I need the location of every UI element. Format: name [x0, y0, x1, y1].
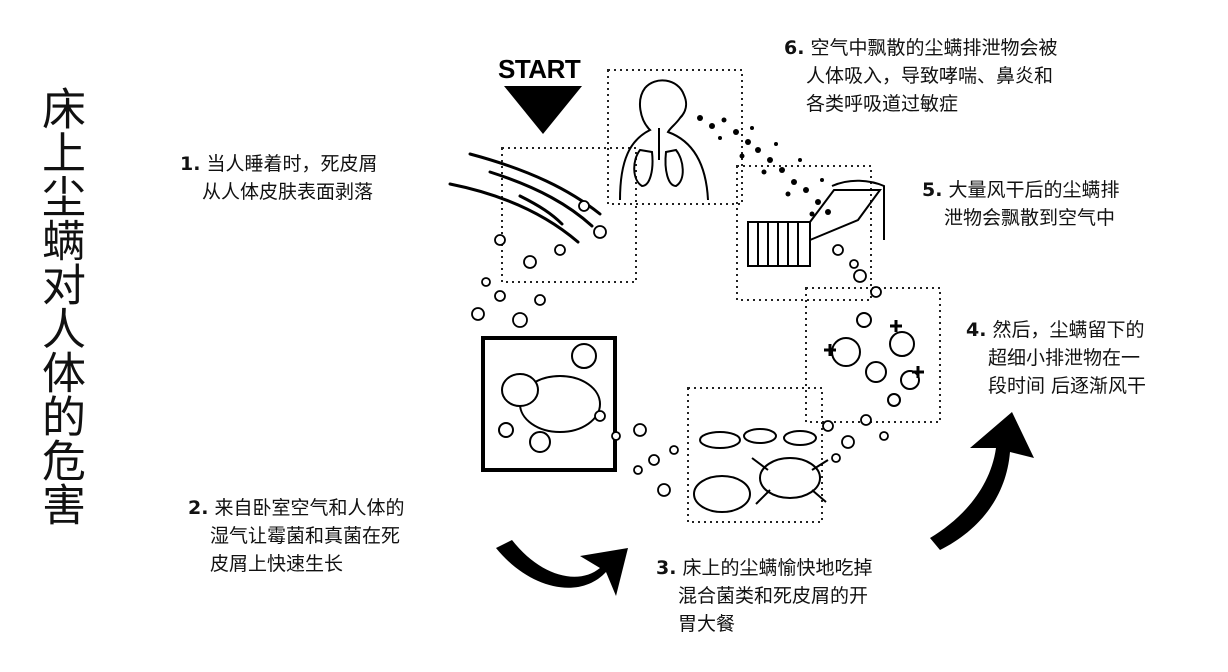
- person-icon: [619, 79, 709, 201]
- step-5-text: 5.大量风干后的尘螨排 泄物会飘散到空气中: [922, 176, 1119, 232]
- particle-trail: [471, 200, 889, 497]
- step-4-number: 4.: [966, 319, 987, 341]
- frame-step-3: [687, 387, 823, 523]
- step-4-line-3: 段时间 后逐渐风干: [988, 375, 1147, 397]
- skin-hairs-icon: [448, 152, 602, 244]
- start-label: START: [498, 54, 581, 84]
- step-6-line-3: 各类呼吸道过敏症: [806, 93, 959, 115]
- step-6-line-1: 空气中飘散的尘螨排泄物会被: [810, 37, 1058, 59]
- frame-step-2: [481, 336, 617, 472]
- frame-step-4: [805, 287, 941, 423]
- step-3-line-1: 床上的尘螨愉快地吃掉: [682, 557, 873, 579]
- step-1-text: 1.当人睡着时，死皮屑 从人体皮肤表面剥落: [180, 150, 377, 206]
- step-3-number: 3.: [656, 557, 677, 579]
- plus-icon: [824, 320, 924, 378]
- step-6-text: 6.空气中飘散的尘螨排泄物会被 人体吸入，导致哮喘、鼻炎和 各类呼吸道过敏症: [784, 34, 1057, 118]
- step-2-number: 2.: [188, 497, 209, 519]
- step-2-line-1: 来自卧室空气和人体的: [214, 497, 405, 519]
- frame-step-5: [736, 165, 872, 301]
- frame-step-6: [607, 69, 743, 205]
- step-6-number: 6.: [784, 37, 805, 59]
- start-arrow-icon: [504, 86, 582, 134]
- curved-arrow-right-icon: [930, 412, 1034, 550]
- step-1-number: 1.: [180, 153, 201, 175]
- step-5-line-1: 大量风干后的尘螨排: [948, 179, 1120, 201]
- step-2-text: 2.来自卧室空气和人体的 湿气让霉菌和真菌在死 皮屑上快速生长: [188, 494, 404, 578]
- curved-arrow-bottom-icon: [496, 540, 628, 596]
- step-4-line-2: 超细小排泄物在一: [988, 347, 1141, 369]
- step-1-line-1: 当人睡着时，死皮屑: [206, 153, 378, 175]
- step-1-line-2: 从人体皮肤表面剥落: [202, 181, 374, 203]
- page-title: 床上尘螨对人体的危害: [34, 86, 85, 526]
- frame-step-1: [501, 147, 637, 283]
- step-3-text: 3.床上的尘螨愉快地吃掉 混合菌类和死皮屑的开 胃大餐: [656, 554, 872, 638]
- step-2-line-3: 皮屑上快速生长: [210, 553, 344, 575]
- step-3-line-2: 混合菌类和死皮屑的开: [678, 585, 869, 607]
- step-5-number: 5.: [922, 179, 943, 201]
- dust-mite-icon: [693, 428, 829, 513]
- excrement-particles: [831, 312, 920, 407]
- step-4-text: 4.然后，尘螨留下的 超细小排泄物在一 段时间 后逐渐风干: [966, 316, 1146, 400]
- step-5-line-2: 泄物会飘散到空气中: [944, 207, 1116, 229]
- airborne-particles: [697, 115, 831, 217]
- bed-icon: [747, 179, 885, 267]
- step-6-line-2: 人体吸入，导致哮喘、鼻炎和: [806, 65, 1054, 87]
- fungi-icon: [498, 343, 601, 453]
- step-3-line-3: 胃大餐: [678, 613, 736, 635]
- step-2-line-2: 湿气让霉菌和真菌在死: [210, 525, 401, 547]
- step-4-line-1: 然后，尘螨留下的: [992, 319, 1145, 341]
